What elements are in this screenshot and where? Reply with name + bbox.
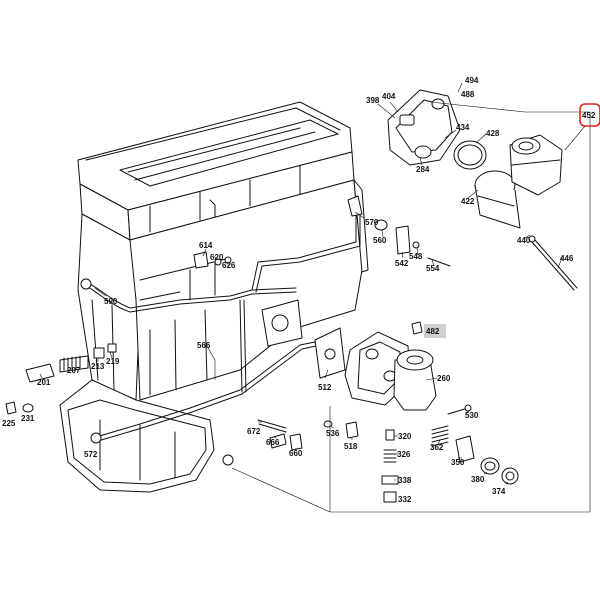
cover-plate-566 [261, 299, 303, 347]
gasket-428 [453, 140, 487, 170]
label-284[interactable]: 284 [416, 165, 430, 174]
label-332[interactable]: 332 [398, 495, 412, 504]
label-542[interactable]: 542 [395, 259, 409, 268]
label-446[interactable]: 446 [560, 254, 574, 263]
label-488[interactable]: 488 [461, 90, 475, 99]
label-666[interactable]: 666 [266, 438, 280, 447]
label-560[interactable]: 560 [373, 236, 387, 245]
label-326[interactable]: 326 [397, 450, 411, 459]
filter-canister-260 [393, 349, 437, 411]
label-213[interactable]: 213 [91, 362, 105, 371]
label-530[interactable]: 530 [465, 411, 479, 420]
label-536[interactable]: 536 [326, 429, 340, 438]
label-482[interactable]: 482 [426, 327, 440, 336]
label-350[interactable]: 350 [451, 458, 465, 467]
label-201[interactable]: 201 [37, 378, 51, 387]
label-660[interactable]: 660 [289, 449, 303, 458]
label-225[interactable]: 225 [2, 419, 16, 428]
label-590[interactable]: 590 [104, 297, 118, 306]
label-672[interactable]: 672 [247, 427, 261, 436]
callout-bg-482 [424, 324, 446, 338]
label-614[interactable]: 614 [199, 241, 213, 250]
label-512[interactable]: 512 [318, 383, 332, 392]
label-518[interactable]: 518 [344, 442, 358, 451]
label-494[interactable]: 494 [465, 76, 479, 85]
label-428[interactable]: 428 [486, 129, 500, 138]
label-231[interactable]: 231 [21, 414, 35, 423]
label-338[interactable]: 338 [398, 476, 412, 485]
filter-canister-452 [509, 134, 563, 196]
highlight-box-452 [579, 103, 600, 127]
label-398[interactable]: 398 [366, 96, 380, 105]
adapter-512 [314, 327, 346, 379]
filter-element-422 [474, 170, 521, 229]
label-548[interactable]: 548 [409, 252, 423, 261]
filter-housing-upper [387, 89, 461, 166]
leader-lines [39, 82, 563, 485]
label-620[interactable]: 620 [210, 253, 224, 262]
label-260[interactable]: 260 [437, 374, 451, 383]
label-566[interactable]: 566 [197, 341, 211, 350]
label-452[interactable]: 452 [582, 111, 596, 120]
small-parts [5, 195, 519, 503]
label-207[interactable]: 207 [67, 366, 81, 375]
label-219[interactable]: 219 [106, 357, 120, 366]
label-434[interactable]: 434 [456, 123, 470, 132]
label-422[interactable]: 422 [461, 197, 475, 206]
label-440[interactable]: 440 [517, 236, 531, 245]
label-572[interactable]: 572 [84, 450, 98, 459]
bolt-446 [528, 235, 578, 291]
reference-lines [231, 101, 591, 513]
label-380[interactable]: 380 [471, 475, 485, 484]
part-labels: 494 488 398 404 452 434 428 284 422 440 … [2, 76, 596, 504]
label-554[interactable]: 554 [426, 264, 440, 273]
label-320[interactable]: 320 [398, 432, 412, 441]
label-570[interactable]: 570 [365, 218, 379, 227]
label-362[interactable]: 362 [430, 443, 444, 452]
label-404[interactable]: 404 [382, 92, 396, 101]
label-626[interactable]: 626 [222, 261, 236, 270]
label-374[interactable]: 374 [492, 487, 506, 496]
